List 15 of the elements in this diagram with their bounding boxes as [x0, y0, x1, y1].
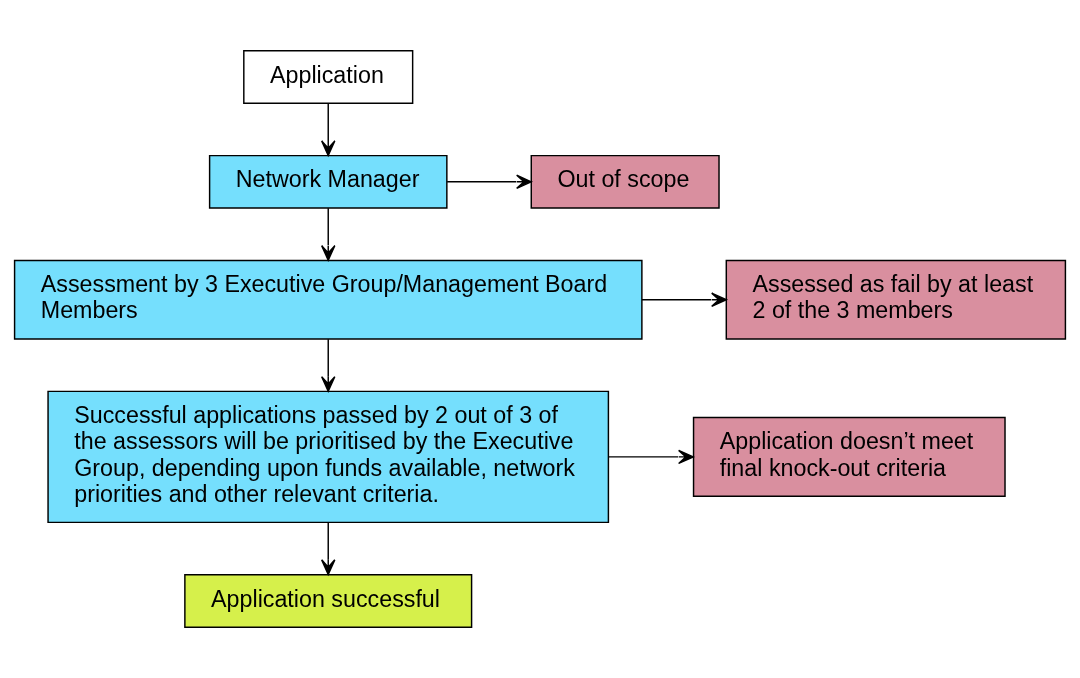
arrow [607, 449, 694, 465]
node-box: Assessment by 3 Executive Group/Management Board Members [13, 259, 643, 340]
arrow [320, 102, 336, 157]
arrow [446, 174, 532, 190]
node-box: Application successful [184, 574, 473, 628]
arrow [320, 522, 336, 576]
node-box: Out of scope [530, 154, 720, 209]
node-box: Successful applications passed by 2 out of 3 of the assessors will be prioritised by the Executive Group, depending upon funds available, network priorities and other relevant criteria. [47, 390, 610, 524]
node-box: Application doesn’t meet final knock-out criteria [692, 416, 1006, 497]
arrow [320, 338, 336, 393]
arrow [641, 292, 727, 307]
node-box: Network Manager [208, 154, 448, 209]
arrow [320, 207, 336, 261]
node-box: Assessed as fail by at least 2 of the 3 members [725, 259, 1067, 340]
node-box: Application [243, 50, 414, 104]
